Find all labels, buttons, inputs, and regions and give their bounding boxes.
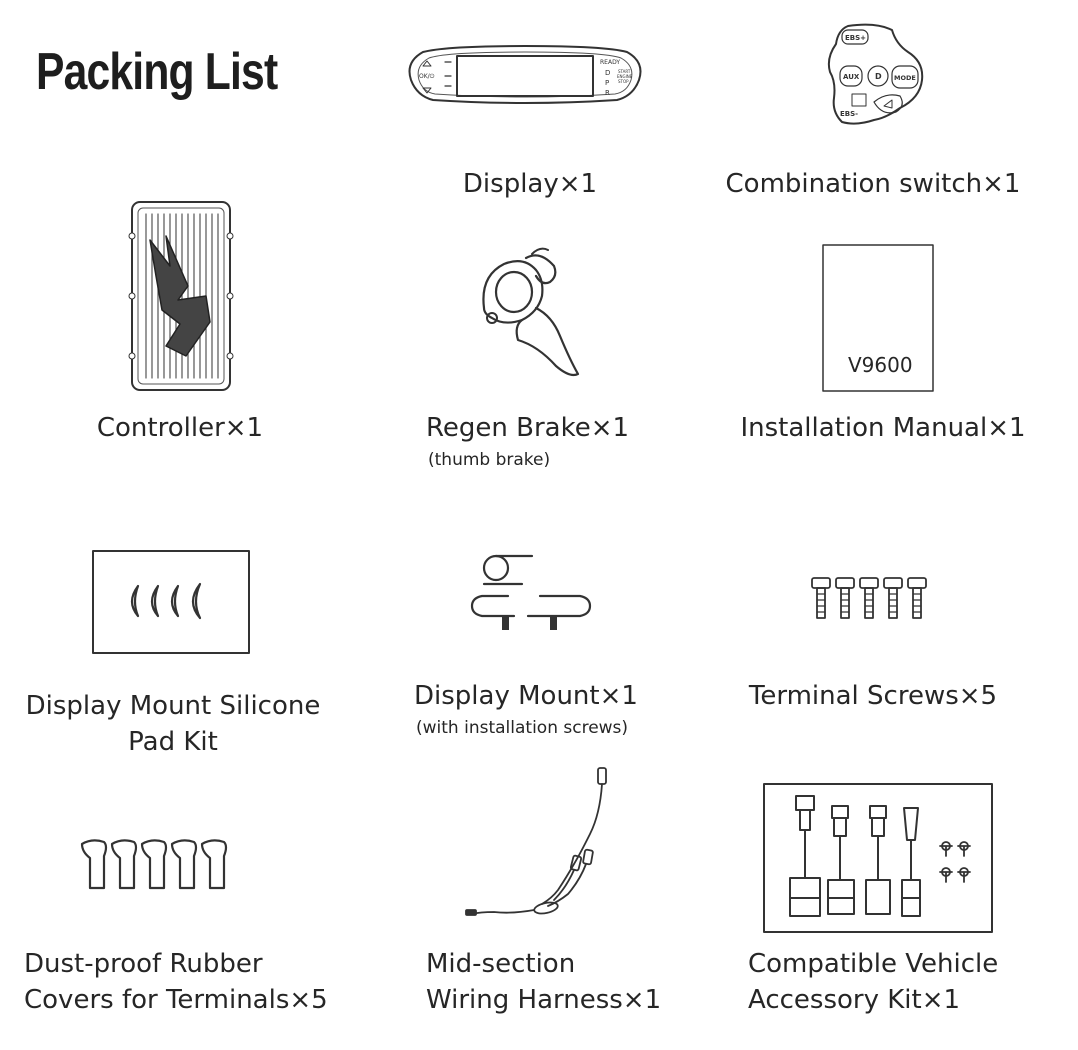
wiring-harness-illustration — [465, 767, 607, 916]
svg-text:EBS-: EBS- — [840, 110, 858, 118]
accessory-kit-illustration — [763, 783, 993, 933]
display-mount-sublabel: (with installation screws) — [416, 718, 629, 738]
display-mount-label: Display Mount×1 — [414, 681, 638, 711]
ready-indicator: READY — [600, 59, 620, 66]
svg-text:R: R — [605, 89, 610, 97]
silicone-pad-kit-illustration — [92, 550, 250, 654]
accessory-kit-label-2: Accessory Kit×1 — [748, 985, 961, 1015]
svg-text:D: D — [605, 69, 610, 77]
wiring-harness-label-1: Mid-section — [426, 949, 576, 979]
regen-brake-illustration — [482, 247, 580, 377]
silicone-pad-label-1: Display Mount Silicone — [25, 691, 321, 721]
svg-text:START: START — [618, 69, 631, 74]
controller-label: Controller×1 — [96, 413, 264, 443]
rubber-covers-illustration — [80, 839, 228, 890]
combination-switch-illustration: EBS+ AUX D MODE EBS- — [827, 23, 924, 125]
controller-illustration — [128, 201, 234, 391]
silicone-pad-label-2: Pad Kit — [128, 727, 218, 757]
svg-text:ENGINE: ENGINE — [617, 74, 633, 79]
regen-brake-sublabel: (thumb brake) — [428, 450, 551, 470]
svg-text:D: D — [875, 72, 882, 81]
svg-text:P: P — [605, 79, 609, 87]
display-illustration: READY D P R OK/⏻ START ENGINE STOP — [408, 45, 642, 104]
display-label: Display×1 — [462, 169, 598, 199]
rubber-covers-label-2: Covers for Terminals×5 — [24, 985, 328, 1015]
wiring-harness-label-2: Wiring Harness×1 — [426, 985, 662, 1015]
regen-brake-label: Regen Brake×1 — [426, 413, 630, 443]
terminal-screws-illustration — [811, 577, 927, 619]
svg-text:AUX: AUX — [843, 73, 860, 81]
accessory-kit-label-1: Compatible Vehicle — [748, 949, 999, 979]
rubber-covers-label-1: Dust-proof Rubber — [24, 949, 263, 979]
page-title: Packing List — [36, 43, 278, 101]
terminal-screws-label: Terminal Screws×5 — [748, 681, 998, 711]
installation-manual-illustration — [822, 244, 934, 392]
svg-text:STOP: STOP — [618, 79, 629, 84]
svg-text:EBS+: EBS+ — [845, 34, 866, 42]
svg-text:OK/⏻: OK/⏻ — [419, 73, 435, 80]
display-mount-illustration — [470, 554, 592, 630]
manual-code: V9600 — [848, 353, 913, 377]
installation-manual-label: Installation Manual×1 — [740, 413, 1026, 443]
combination-switch-label: Combination switch×1 — [725, 169, 1021, 199]
svg-text:MODE: MODE — [894, 74, 916, 82]
